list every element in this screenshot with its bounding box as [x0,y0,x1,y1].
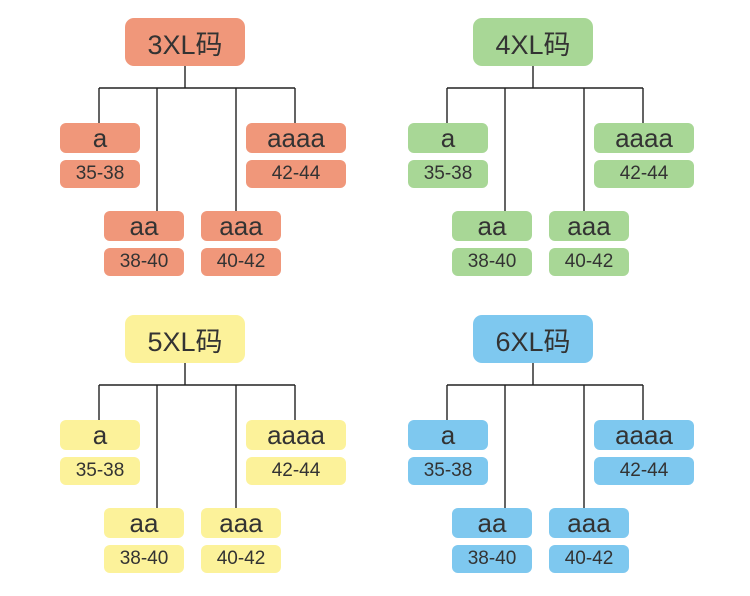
node-range-aaaa: 42-44 [594,160,694,188]
size-tree-6xl: 6XL码 a 35-38 aa 38-40 aaa 40-42 aaaa 42-… [348,297,723,595]
tree-title: 5XL码 [125,315,245,363]
tree-title: 3XL码 [125,18,245,66]
node-label-a: a [60,123,140,153]
node-range-aa: 38-40 [452,545,532,573]
node-range-a: 35-38 [60,457,140,485]
node-label-aa: aa [104,508,184,538]
node-label-aaaa: aaaa [594,420,694,450]
size-tree-4xl: 4XL码 a 35-38 aa 38-40 aaa 40-42 aaaa 42-… [348,0,723,298]
tree-title: 4XL码 [473,18,593,66]
node-label-aaa: aaa [201,211,281,241]
node-range-aaa: 40-42 [201,545,281,573]
node-label-aa: aa [452,508,532,538]
size-tree-3xl: 3XL码 a 35-38 aa 38-40 aaa 40-42 aaaa 42-… [0,0,375,298]
node-label-aaa: aaa [549,508,629,538]
node-label-aaa: aaa [549,211,629,241]
node-range-aaaa: 42-44 [246,160,346,188]
node-range-a: 35-38 [408,160,488,188]
node-label-a: a [60,420,140,450]
node-range-aa: 38-40 [104,545,184,573]
node-range-aaa: 40-42 [201,248,281,276]
connector-lines [98,66,296,211]
connector-lines [98,363,296,508]
size-tree-5xl: 5XL码 a 35-38 aa 38-40 aaa 40-42 aaaa 42-… [0,297,375,595]
node-range-aaaa: 42-44 [594,457,694,485]
node-range-aaaa: 42-44 [246,457,346,485]
node-range-a: 35-38 [60,160,140,188]
node-range-a: 35-38 [408,457,488,485]
connector-lines [446,363,644,508]
node-label-aaaa: aaaa [246,123,346,153]
node-label-aaa: aaa [201,508,281,538]
node-label-aa: aa [104,211,184,241]
node-label-a: a [408,123,488,153]
tree-title: 6XL码 [473,315,593,363]
node-range-aa: 38-40 [104,248,184,276]
node-range-aaa: 40-42 [549,545,629,573]
node-range-aaa: 40-42 [549,248,629,276]
node-label-aaaa: aaaa [594,123,694,153]
node-label-aaaa: aaaa [246,420,346,450]
node-range-aa: 38-40 [452,248,532,276]
connector-lines [446,66,644,211]
node-label-a: a [408,420,488,450]
node-label-aa: aa [452,211,532,241]
